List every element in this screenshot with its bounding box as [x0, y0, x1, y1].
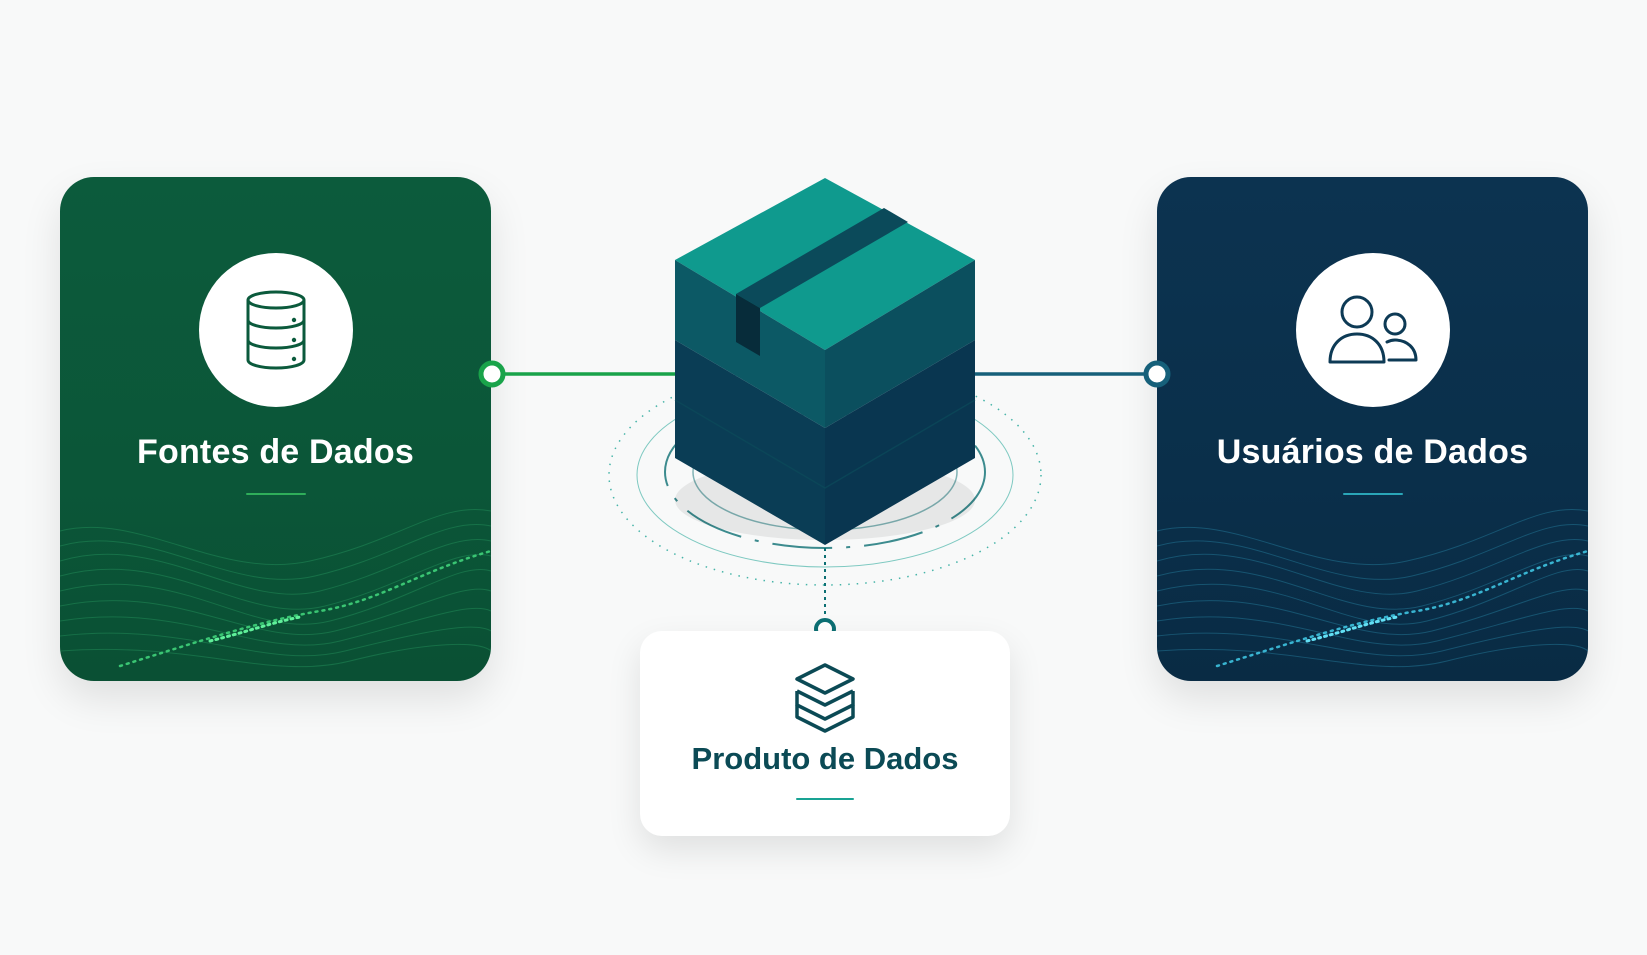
box-right-face-lower	[825, 340, 975, 545]
layers-icon	[795, 663, 855, 733]
package-box-icon	[608, 178, 1042, 586]
source-connector-node	[478, 360, 506, 388]
orbit-ring-outer	[608, 364, 1042, 586]
users-connector-node	[1143, 360, 1171, 388]
users-icon	[1328, 295, 1417, 364]
users-card-title: Usuários de Dados	[1216, 433, 1529, 471]
source-wave-pattern	[60, 509, 491, 668]
source-icon-circle	[198, 253, 353, 407]
box-tape-top	[736, 208, 908, 308]
database-icon	[246, 290, 305, 370]
source-card-underline	[245, 493, 306, 495]
users-card-underline	[1342, 493, 1403, 495]
box-right-face-upper	[825, 260, 975, 428]
product-card-title: Produto de Dados	[691, 741, 959, 776]
product-card: Produto de Dados	[640, 631, 1010, 836]
source-card: Fontes de Dados	[60, 177, 491, 681]
users-card: Usuários de Dados	[1157, 177, 1588, 681]
package-box-illustration	[598, 170, 1048, 600]
product-card-underline	[796, 798, 854, 800]
source-card-title: Fontes de Dados	[137, 433, 414, 471]
box-tape-front	[736, 294, 760, 356]
users-wave-pattern	[1157, 509, 1588, 668]
box-left-face-lower	[675, 340, 825, 545]
users-icon-circle	[1295, 253, 1450, 407]
